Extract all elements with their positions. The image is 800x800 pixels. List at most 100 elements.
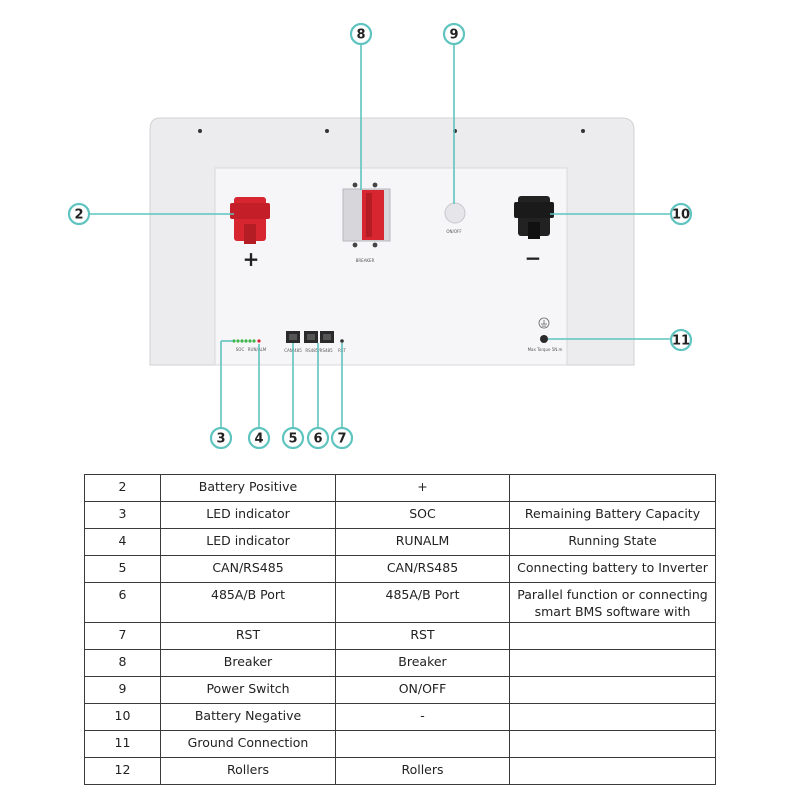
rs485-port-label: RS485/RS485 [305,348,333,353]
cell-name: Battery Positive [160,474,336,502]
callout-number-10: 10 [672,208,690,223]
soc-leds [232,339,252,343]
callout-badge-7 [330,426,354,450]
cell-name: Rollers [160,757,336,785]
cell-no: 2 [84,474,161,502]
callout-badge-10 [669,202,693,226]
cell-mark [335,730,510,758]
rs485-ports [304,331,334,343]
cell-no: 9 [84,676,161,704]
cell-desc: Connecting battery to Inverter [509,555,716,583]
callout-number-5: 5 [288,432,297,447]
cell-name: Power Switch [160,676,336,704]
cell-desc [509,676,716,704]
cell-desc [509,649,716,677]
front-panel [214,167,568,366]
power-switch-label: ON/OFF [446,229,462,234]
cell-name: Ground Connection [160,730,336,758]
positive-terminal [230,197,270,244]
cell-name: Breaker [160,649,336,677]
cell-no: 4 [84,528,161,556]
cell-no: 7 [84,622,161,650]
callout-badge-6 [306,426,330,450]
negative-sign: − [525,246,542,270]
chassis-screw [198,129,202,133]
callout-number-11: 11 [672,334,690,349]
callout-badge-8 [349,22,373,46]
cell-mark: - [335,703,510,731]
cell-mark: Breaker [335,649,510,677]
callout-number-2: 2 [74,208,83,223]
callout-number-8: 8 [356,28,365,43]
callout-badge-11 [669,328,693,352]
cell-name: LED indicator [160,528,336,556]
callout-number-4: 4 [254,432,263,447]
soc-label: SOC [236,347,245,352]
cell-desc: Running State [509,528,716,556]
callout-badge-4 [247,426,271,450]
cell-desc [509,757,716,785]
positive-sign: + [243,247,260,271]
cell-name: Battery Negative [160,703,336,731]
chassis-screw [325,129,329,133]
cell-mark: 485A/B Port [335,582,510,623]
cell-desc [509,703,716,731]
cell-mark: + [335,474,510,502]
cell-name: RST [160,622,336,650]
cell-name: CAN/RS485 [160,555,336,583]
ground-symbol [538,317,550,329]
cell-mark: Rollers [335,757,510,785]
cell-no: 8 [84,649,161,677]
ground-label: Max Torque 5N.m [528,347,563,352]
cell-desc: Parallel function or connecting smart BM… [509,582,716,623]
breaker [342,182,391,248]
cell-name: LED indicator [160,501,336,529]
callout-number-7: 7 [337,432,346,447]
callout-badge-9 [442,22,466,46]
run-alm-leds [252,339,261,343]
cell-mark: RUNALM [335,528,510,556]
callout-number-9: 9 [449,28,458,43]
negative-terminal [514,196,554,239]
cell-mark: RST [335,622,510,650]
callout-number-6: 6 [313,432,322,447]
callout-badge-5 [281,426,305,450]
breaker-label: BREAKER [356,258,375,263]
rst-button [340,339,344,343]
cell-no: 6 [84,582,161,623]
cell-desc: Remaining Battery Capacity [509,501,716,529]
callout-number-3: 3 [216,432,225,447]
cell-no: 10 [84,703,161,731]
cell-no: 12 [84,757,161,785]
cell-no: 3 [84,501,161,529]
power-switch [444,202,466,224]
cell-mark: ON/OFF [335,676,510,704]
callout-badge-3 [209,426,233,450]
runalm-label: RUN/ALM [248,347,267,352]
cell-name: 485A/B Port [160,582,336,623]
cell-mark: CAN/RS485 [335,555,510,583]
callout-badge-2 [67,202,91,226]
can-port [286,331,300,343]
cell-desc [509,474,716,502]
cell-no: 5 [84,555,161,583]
chassis-screw [581,129,585,133]
cell-mark: SOC [335,501,510,529]
battery-front-panel-diagram: + BREAKER ON/OFF − SOC RUN/ALM [67,22,693,450]
ground-bolt [540,335,548,343]
cell-desc [509,622,716,650]
cell-desc [509,730,716,758]
cell-no: 11 [84,730,161,758]
